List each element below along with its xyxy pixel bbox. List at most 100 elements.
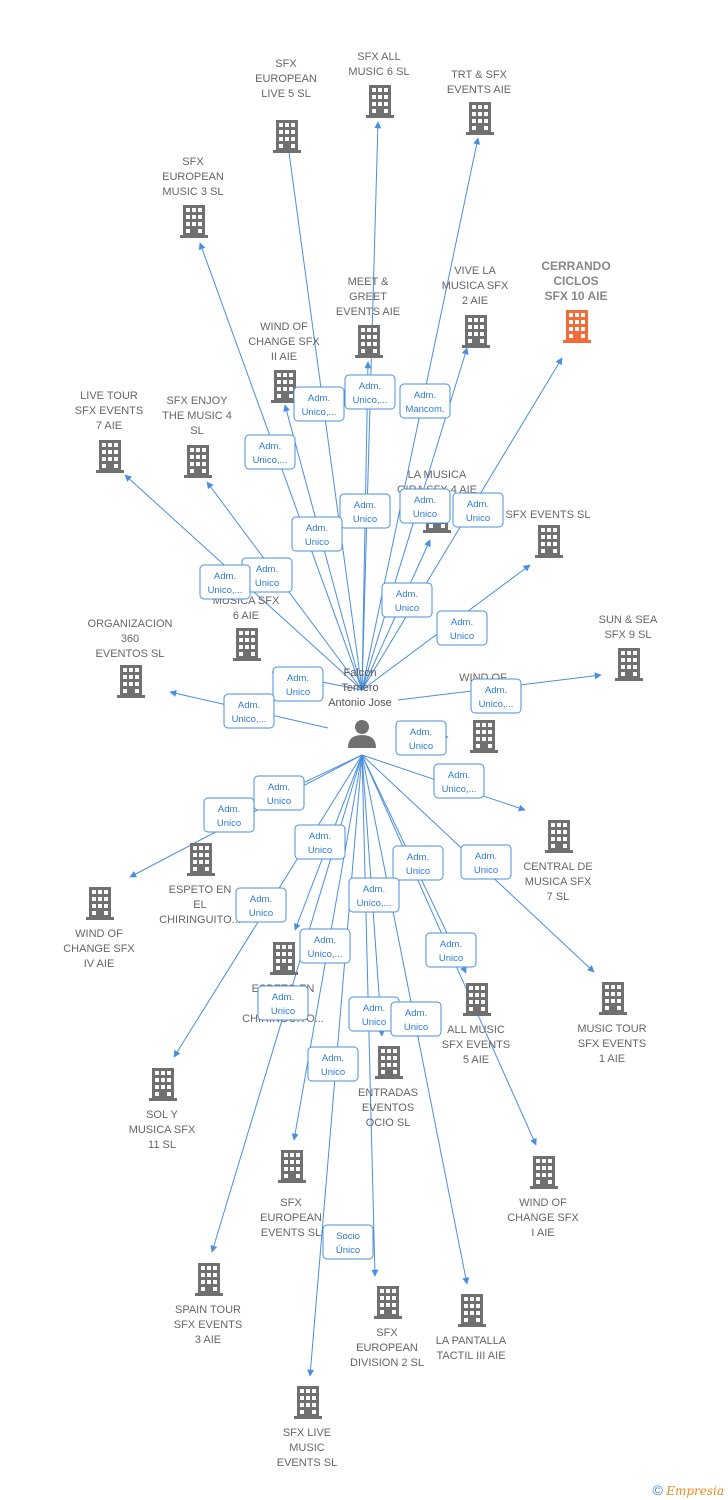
company-name-line: ORGANIZACION [88,618,173,630]
role-text-line: Adm. [259,441,281,452]
company-name-line: 11 SL [148,1139,176,1151]
company-node-n17[interactable]: ESPETO ENELCHIRINGUITO... [159,843,241,926]
role-badge-r3[interactable]: Adm.Mancom. [399,383,451,419]
role-badge-r26[interactable]: Adm.Unico [425,932,477,968]
role-text-line: Unico [217,818,241,829]
role-text-line: Adm. [405,1008,427,1019]
building-icon [117,665,145,698]
role-text-line: Adm. [250,894,272,905]
building-icon [563,310,591,343]
role-badge-r30[interactable]: Adm.Unico [307,1046,359,1082]
building-icon [545,820,573,853]
role-badge-r20[interactable]: Adm.Unico [294,824,346,860]
role-badge-r11[interactable]: Adm.Unico [381,582,433,618]
person-icon [348,720,376,748]
role-badge-r13[interactable]: Adm.Unico [272,666,324,702]
role-text-line: Unico [413,509,437,520]
role-badge-r4[interactable]: Adm.Unico,... [244,434,296,470]
role-text-line: Adm. [272,992,294,1003]
role-badge-r2[interactable]: Adm.Unico,... [344,374,396,410]
company-name-line: SOL Y [146,1109,178,1121]
center-person[interactable]: Falcon Ternero Antonio Jose [328,667,392,748]
company-name-line: EVENTS SL [277,1457,338,1469]
role-badge-r16[interactable]: Adm.Unico [395,720,447,756]
role-badge-r6[interactable]: Adm.Unico [399,488,451,524]
role-badge-r10[interactable]: Adm.Unico,... [199,564,251,600]
building-icon [458,1294,486,1327]
role-text-line: Adm. [314,935,336,946]
role-badge-r29[interactable]: Adm.Unico [390,1001,442,1037]
company-name-line: SFX ALL [357,51,400,63]
company-name-line: SL [190,425,203,437]
role-text-line: Adm. [410,727,432,738]
company-node-n12[interactable]: SFX EVENTS SL [506,509,591,558]
role-text-line: Unico [308,845,332,856]
role-badge-r21[interactable]: Adm.Unico [460,844,512,880]
building-icon [187,843,215,876]
role-text-line: Adm. [287,673,309,684]
empresia-logo[interactable]: Empresia [666,1484,724,1498]
role-text-line: Unico [271,1006,295,1017]
role-badge-r19[interactable]: Adm.Unico [203,797,255,833]
role-badge-r22[interactable]: Adm.Unico [392,845,444,881]
building-icon [96,440,124,473]
role-badge-r25[interactable]: Adm.Unico,... [299,928,351,964]
role-badge-r23[interactable]: Adm.Unico [235,887,287,923]
role-text-line: Adm. [451,617,473,628]
role-badge-r5[interactable]: Adm.Unico [339,493,391,529]
role-badge-r27[interactable]: Adm. Unico [257,985,309,1021]
company-name-line: SFX EVENTS [75,405,143,417]
role-badge-r24[interactable]: Adm.Unico,... [348,877,400,913]
company-name-line: TRT & SFX [451,69,507,81]
role-badge-r15[interactable]: Adm.Unico,... [470,678,522,714]
role-badge-r12[interactable]: Adm.Unico [436,610,488,646]
company-name-line: MUSICA SFX [525,876,592,888]
role-badge-r28[interactable]: Adm.Unico [348,996,400,1032]
role-text-line: Unico,... [232,714,267,725]
company-name-line: EL [193,899,206,911]
role-badge-r1[interactable]: Adm.Unico,... [293,386,345,422]
role-badge-r7[interactable]: Adm.Unico [452,492,504,528]
company-name-line: WIND OF [260,321,308,333]
company-name-line: EUROPEAN [255,73,317,85]
building-icon [599,982,627,1015]
role-badge-r17[interactable]: Adm.Unico,... [433,763,485,799]
role-badge-r18[interactable]: Adm.Unico [253,775,305,811]
role-badge-r14[interactable]: Adm.Unico,... [223,693,275,729]
role-badge-r9[interactable]: Adm.Unico [241,557,293,593]
building-icon [294,1386,322,1419]
building-icon [233,628,261,661]
role-text-line: Unico,... [302,407,337,418]
building-icon [466,102,494,135]
company-name-line: SFX EVENTS [578,1038,646,1050]
company-name-line: THE MUSIC 4 [162,410,232,422]
company-name-line: SFX EVENTS [442,1039,510,1051]
role-badge-r8[interactable]: Adm.Unico [291,516,343,552]
